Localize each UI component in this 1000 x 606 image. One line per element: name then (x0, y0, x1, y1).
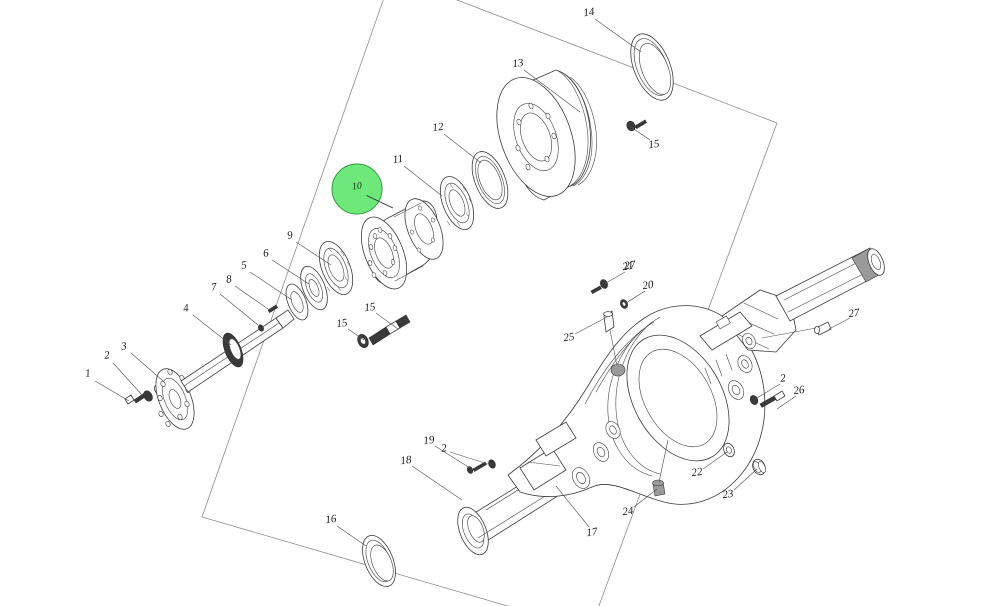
part-16-axle-tube-o-ring (362, 535, 396, 587)
leader-line (555, 485, 590, 528)
part-8-retaining-pin (267, 304, 279, 314)
leader-line (625, 290, 646, 304)
part-20-brake-anchor-washer (620, 299, 628, 309)
part-19-housing-stud (466, 461, 487, 474)
part-9-inner-wheel-bearing (318, 241, 354, 295)
leader-line (94, 380, 130, 402)
part-26-housing-bolt (759, 390, 786, 408)
part-2-hex-nut-bottom (488, 459, 496, 469)
leader-line (295, 241, 332, 266)
leader-line (594, 18, 642, 53)
leader-line (756, 383, 781, 399)
part-24-breather-plug (652, 439, 669, 497)
leader-line (630, 126, 651, 141)
leader-line (249, 271, 293, 301)
part-15-wheel-stud-bolt (357, 119, 648, 348)
part-11-outer-wheel-bearing (439, 176, 475, 230)
part-4-axle-shaft (155, 309, 295, 430)
leader-line (633, 488, 658, 508)
part-2-hex-nut-right (749, 395, 759, 405)
leader-line (347, 328, 365, 341)
leader-lines (94, 18, 851, 547)
leader-line (523, 69, 581, 113)
part-12-hub-oil-seal (471, 151, 509, 209)
highlight-marker[interactable] (331, 163, 394, 215)
leader-line (219, 293, 259, 326)
leader-line (271, 259, 310, 285)
leader-line (375, 312, 399, 330)
part-6-lock-washer (300, 265, 328, 311)
leader-line (403, 165, 443, 197)
part-13-brake-drum (496, 69, 597, 201)
axle-shaft-assembly (124, 241, 354, 430)
part-22-plug-washer (723, 442, 735, 458)
highlight-part-number: 10 (351, 180, 363, 193)
leader-line (411, 465, 463, 501)
leader-line (443, 133, 482, 164)
part-17-axle-housing (507, 247, 885, 505)
part-14-drum-seal-ring (630, 33, 674, 101)
part-2-hex-nut (143, 390, 153, 402)
leader-line (828, 317, 851, 330)
leader-line (776, 395, 797, 410)
part-23-oil-drain-plug (752, 458, 767, 476)
part-5-inner-bearing-spacer (285, 283, 309, 321)
leader-line (336, 525, 367, 547)
leader-line (192, 314, 232, 346)
part-7-oil-seal-small (258, 324, 264, 332)
leader-line (449, 451, 492, 466)
part-27-tube-dowel-pin (814, 321, 832, 336)
leader-line (733, 468, 758, 491)
leader-line (434, 445, 471, 469)
leader-line (702, 451, 728, 470)
leader-line (112, 362, 144, 397)
part-21-brake-anchor-bolt (590, 279, 608, 295)
leader-line (130, 352, 164, 382)
leader-line (605, 271, 626, 284)
part-10-wheel-hub (360, 198, 444, 290)
part-25-housing-dowel (603, 310, 626, 377)
leader-line (234, 285, 269, 310)
leader-line (574, 316, 608, 335)
